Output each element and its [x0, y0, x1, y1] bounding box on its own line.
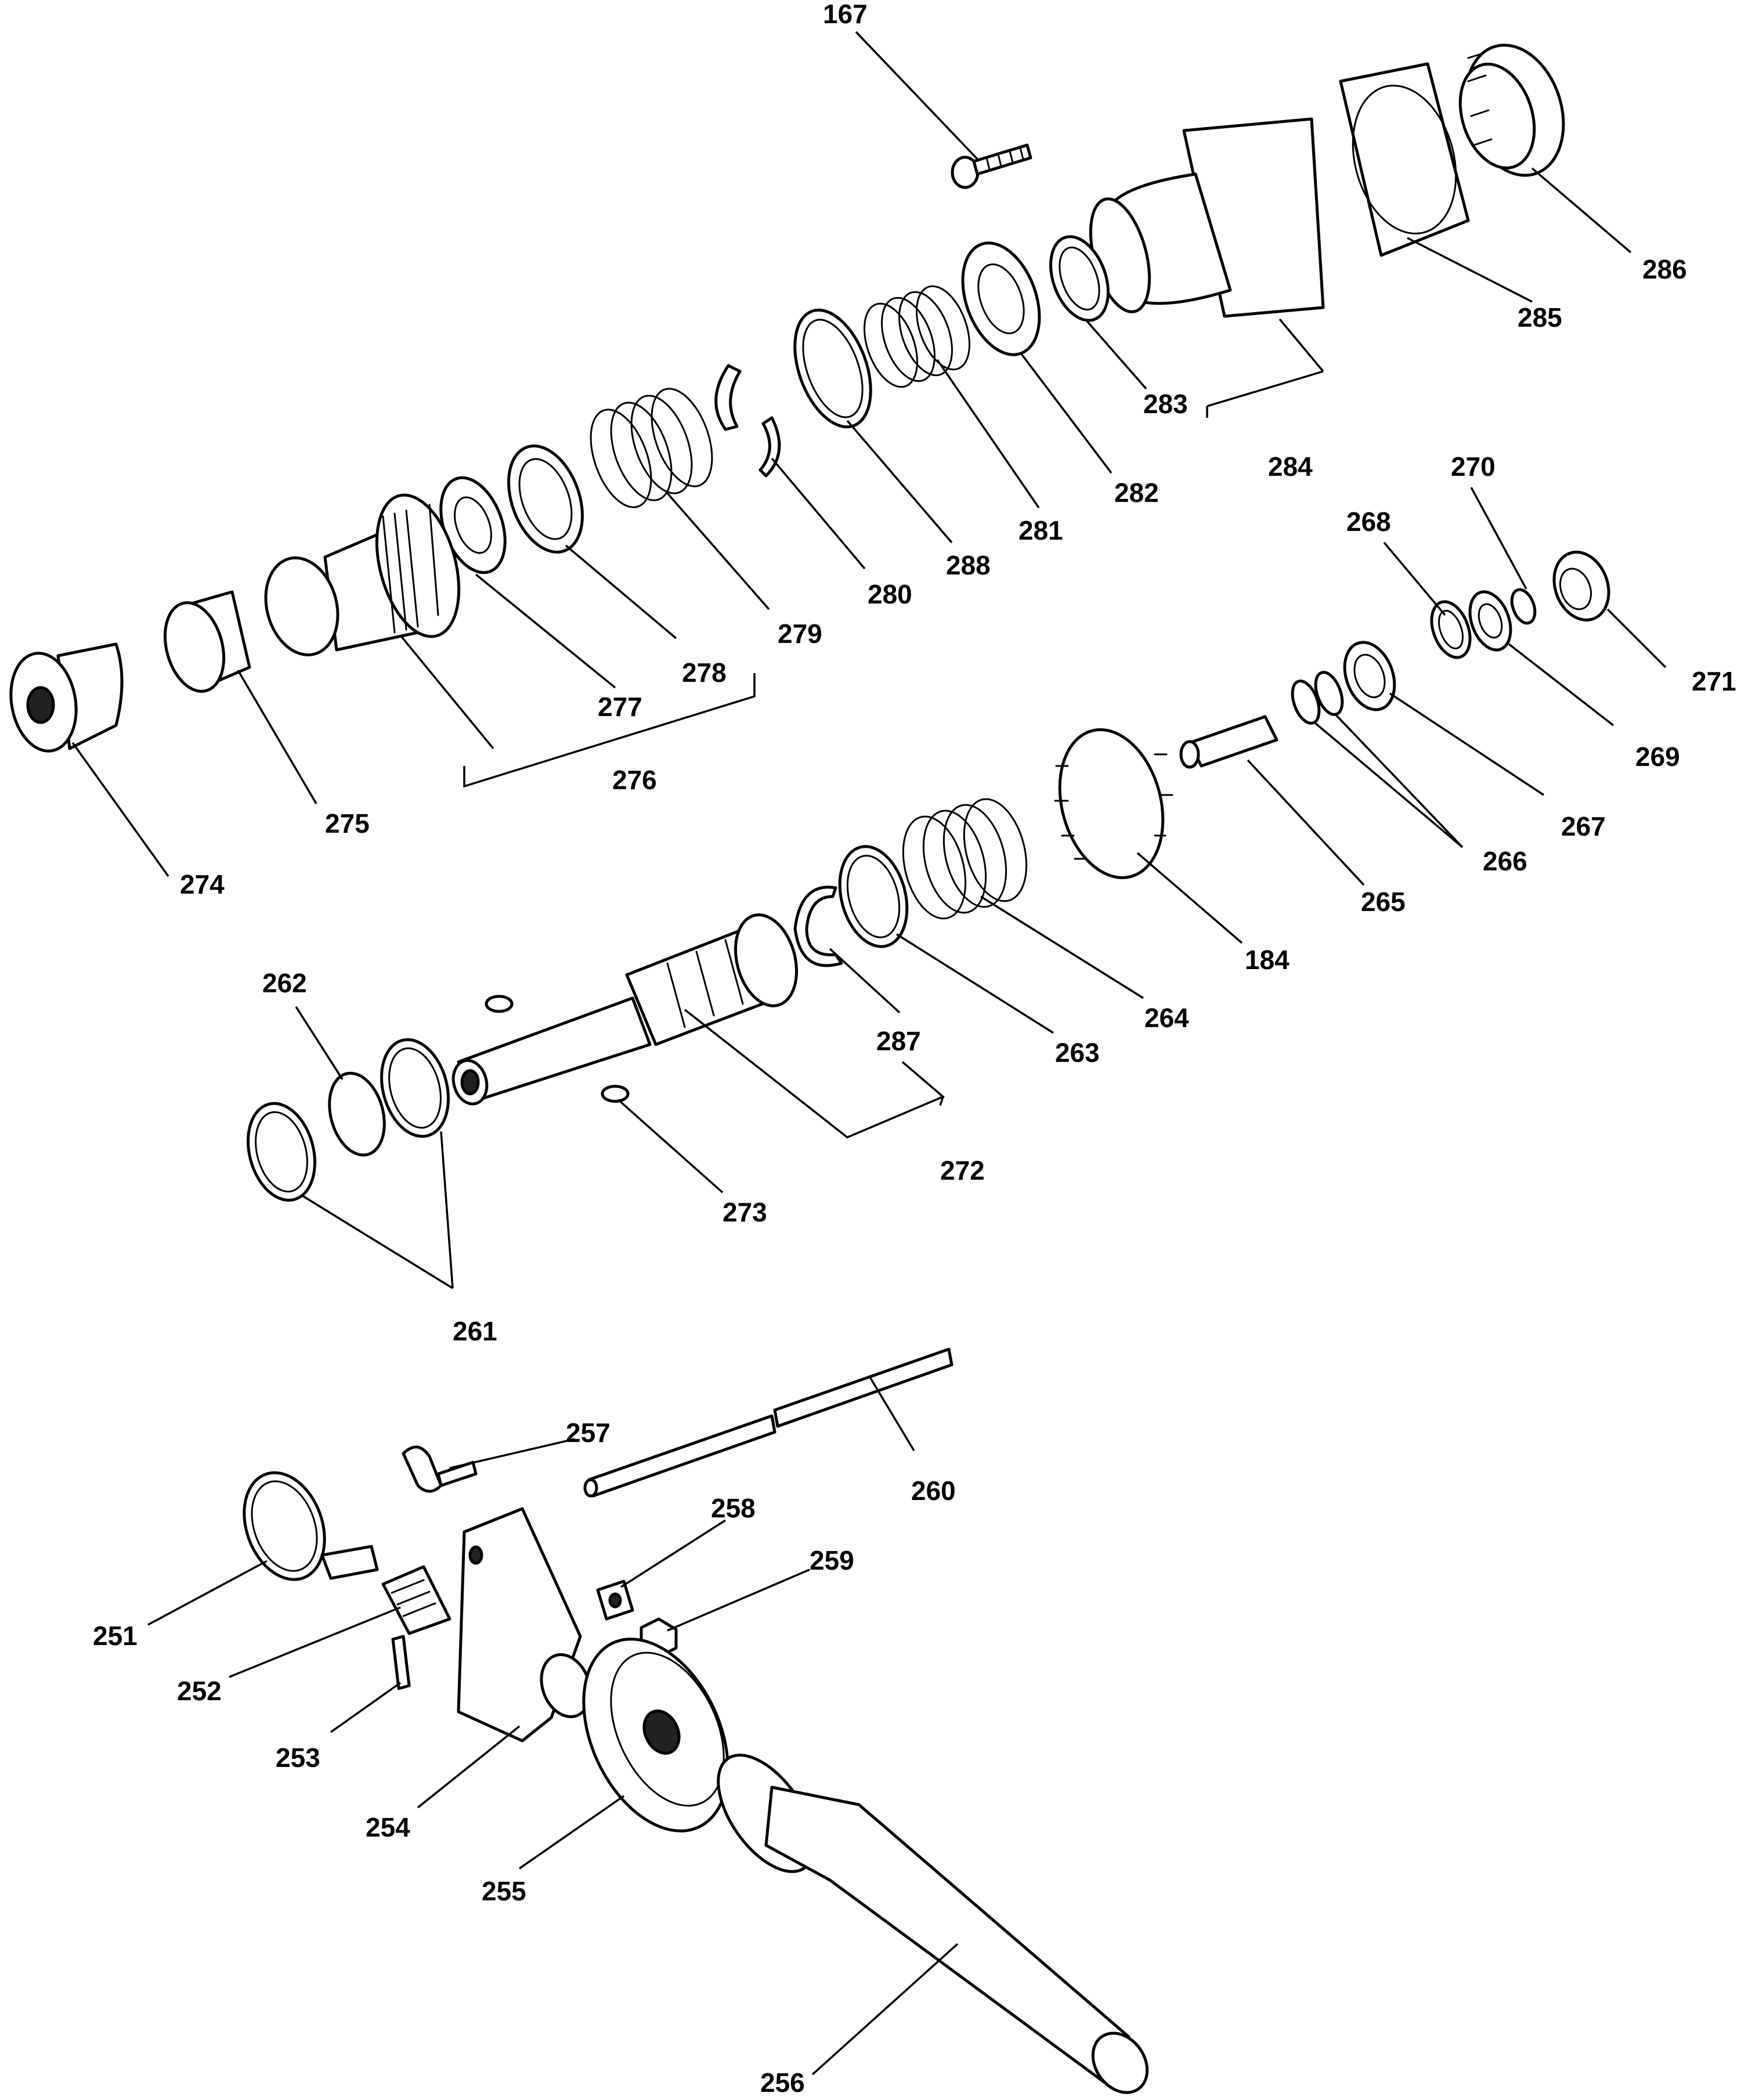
part-284-flange-housing — [1089, 117, 1325, 318]
part-184-gear — [1054, 728, 1173, 879]
part-287-circlip — [793, 885, 843, 967]
callout-287: 287 — [876, 1026, 921, 1056]
part-253-pin — [391, 1635, 411, 1690]
callout-251: 251 — [93, 1621, 138, 1651]
part-267-ring — [1343, 641, 1396, 711]
callout-265: 265 — [1361, 887, 1406, 917]
callout-263: 263 — [1055, 1038, 1100, 1068]
callout-262: 262 — [262, 968, 307, 998]
callout-labels: 167 286 285 283 284 282 281 288 280 279 … — [93, 0, 1736, 2098]
part-286-clutch-cup — [1458, 44, 1565, 177]
callout-284: 284 — [1268, 451, 1313, 482]
callout-254: 254 — [366, 1812, 410, 1842]
part-268-spring-ring — [1430, 600, 1472, 659]
part-272-spindle — [451, 913, 799, 1105]
callout-269: 269 — [1635, 742, 1680, 772]
callout-261: 261 — [453, 1316, 497, 1346]
callout-258: 258 — [711, 1493, 756, 1523]
callout-252: 252 — [177, 1676, 222, 1706]
part-167-screw — [951, 143, 1032, 189]
callout-278: 278 — [682, 657, 727, 688]
callout-257: 257 — [566, 1418, 611, 1448]
callout-270: 270 — [1451, 451, 1496, 482]
part-269-washer — [1468, 590, 1512, 652]
callout-280: 280 — [868, 579, 912, 609]
callout-259: 259 — [810, 1545, 854, 1575]
part-265-striker — [1179, 715, 1278, 769]
part-255-wheel — [582, 1638, 729, 1832]
part-273-pin — [485, 995, 630, 1103]
callout-282: 282 — [1114, 478, 1159, 508]
callout-255: 255 — [482, 1876, 526, 1906]
part-266-o-rings — [1291, 671, 1344, 725]
callout-285: 285 — [1518, 302, 1562, 332]
part-264-spring — [902, 798, 1028, 920]
callout-253: 253 — [276, 1743, 320, 1773]
callout-266: 266 — [1483, 846, 1527, 876]
callout-167: 167 — [823, 0, 868, 29]
callout-277: 277 — [598, 692, 642, 722]
callout-272: 272 — [940, 1155, 985, 1185]
part-285-gasket — [1339, 62, 1470, 257]
part-274-nose-cap — [9, 642, 124, 753]
callout-184: 184 — [1245, 945, 1290, 975]
callout-268: 268 — [1346, 507, 1391, 537]
part-288-ring — [793, 308, 872, 429]
callout-264: 264 — [1144, 1003, 1189, 1033]
part-280-circlip — [714, 364, 781, 478]
part-252-threaded-bush — [381, 1565, 451, 1635]
part-261-rings — [246, 1038, 450, 1202]
callout-273: 273 — [723, 1197, 767, 1227]
part-279-spring — [590, 388, 713, 508]
leader-lines — [71, 31, 1667, 2076]
part-262-snap-ring — [328, 1071, 386, 1157]
callout-256: 256 — [760, 2068, 805, 2098]
part-263-ring — [838, 845, 909, 948]
part-260-depth-rod — [583, 1347, 953, 1498]
callout-267: 267 — [1561, 811, 1606, 841]
callout-274: 274 — [180, 869, 225, 899]
callout-286: 286 — [1642, 254, 1687, 284]
callout-275: 275 — [325, 808, 370, 838]
part-271-sleeve — [1552, 551, 1610, 621]
part-254-bracket — [457, 1507, 592, 1743]
part-283-ring — [1049, 235, 1110, 322]
callout-276: 276 — [612, 765, 657, 795]
part-276-threaded-sleeve — [264, 493, 461, 657]
part-281-spring — [863, 285, 971, 388]
callout-271: 271 — [1692, 666, 1736, 696]
part-275-bushing — [163, 590, 251, 693]
part-278-ring — [507, 444, 584, 554]
callout-279: 279 — [778, 619, 822, 649]
callout-288: 288 — [946, 550, 991, 580]
part-282-washer — [961, 241, 1041, 356]
part-270-snap-ring — [1510, 588, 1537, 625]
callout-260: 260 — [911, 1476, 956, 1506]
callout-281: 281 — [1018, 515, 1063, 545]
part-258-square-nut — [596, 1579, 634, 1621]
part-256-side-handle — [717, 1754, 1149, 2094]
callout-283: 283 — [1143, 389, 1188, 419]
part-251-clamp-band — [243, 1471, 379, 1581]
part-257-wing-screw — [402, 1445, 478, 1493]
